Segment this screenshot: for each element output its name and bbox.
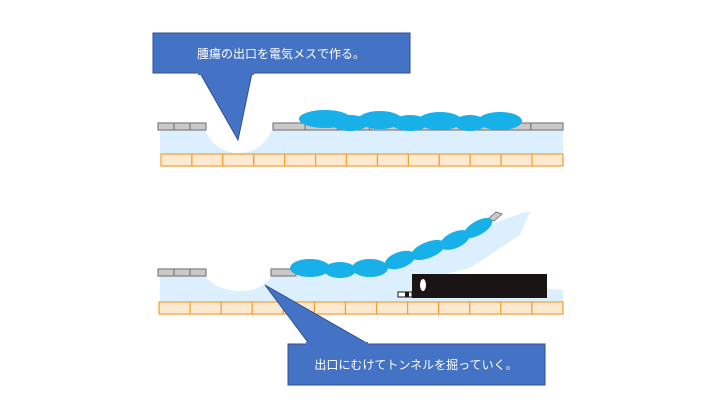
callout-top-pointer: [199, 72, 253, 142]
muscle-brick: [531, 301, 564, 315]
muscle-brick: [189, 301, 222, 315]
muscle-brick: [160, 153, 193, 167]
callout-bottom-box: [287, 343, 546, 386]
mucosa-cell: [189, 122, 207, 131]
fluid-cushion-top: [299, 110, 522, 131]
callout-bottom-text: 出口にむけてトンネルを掘っていく。: [314, 357, 517, 372]
mucosa-cell: [157, 268, 175, 277]
muscle-brick: [253, 153, 286, 167]
muscle-brick: [220, 301, 253, 315]
callout-top-box: [152, 32, 411, 74]
callout-top: 腫瘍の出口を電気メスで作る。: [152, 32, 411, 142]
cut-opening-top: [205, 130, 272, 151]
muscle-layer-top: [160, 153, 564, 167]
submucosa-layer-top: [160, 130, 563, 154]
muscle-brick: [315, 153, 348, 167]
muscle-brick: [469, 301, 502, 315]
muscle-brick: [158, 301, 191, 315]
muscle-layer-bottom: [158, 301, 564, 315]
muscle-brick: [344, 301, 378, 315]
muscle-brick: [191, 153, 224, 167]
cut-opening-bottom: [205, 276, 272, 290]
muscle-brick: [438, 301, 471, 315]
muscle-brick: [438, 153, 471, 167]
muscle-brick: [500, 301, 533, 315]
muscle-brick: [284, 153, 317, 167]
mucosa-left-bottom: [157, 268, 207, 277]
mucosa-cell: [173, 268, 191, 277]
electric-knife-icon: [397, 274, 547, 298]
mucosa-cell: [157, 122, 175, 131]
muscle-brick: [222, 153, 255, 167]
mucosa-cell: [272, 122, 306, 131]
mucosa-cell: [189, 268, 207, 277]
mucosa-cell: [530, 122, 564, 131]
muscle-brick: [375, 301, 409, 315]
muscle-brick: [469, 153, 502, 167]
muscle-brick: [345, 153, 378, 167]
callout-top-text: 腫瘍の出口を電気メスで作る。: [197, 46, 365, 61]
callout-bottom: 出口にむけてトンネルを掘っていく。: [264, 284, 546, 386]
muscle-brick: [407, 301, 440, 315]
panel-top: [157, 110, 564, 167]
muscle-brick: [407, 153, 440, 167]
fluid-cushion-bottom: [290, 217, 493, 278]
muscle-brick: [531, 153, 564, 167]
muscle-brick: [500, 153, 533, 167]
muscle-brick: [376, 153, 409, 167]
muscle-brick: [313, 301, 347, 315]
mucosa-left-top: [157, 122, 207, 131]
mucosa-cell: [173, 122, 191, 131]
panel-bottom: [157, 211, 564, 315]
